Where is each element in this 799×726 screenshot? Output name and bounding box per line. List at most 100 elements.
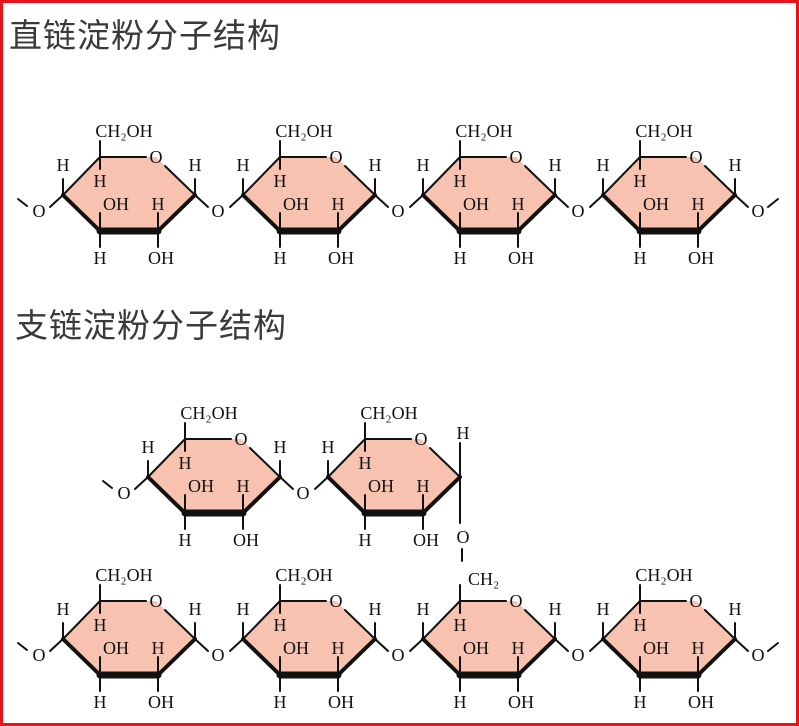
h-label: H xyxy=(634,692,647,712)
ring-oxygen-label: O xyxy=(690,147,703,167)
ring-bond xyxy=(62,156,101,196)
h-label: H xyxy=(634,248,647,268)
h-label: H xyxy=(512,194,525,214)
h-label: H xyxy=(142,437,155,457)
bond xyxy=(134,476,149,490)
h-label: H xyxy=(597,599,610,619)
glucose-ring xyxy=(423,157,555,231)
h-label: H xyxy=(729,155,742,175)
h-label: H xyxy=(692,638,705,658)
linkage-oxygen-label: O xyxy=(457,527,470,547)
ring-bond xyxy=(326,475,367,515)
h-label: H xyxy=(454,615,467,635)
glucose-ring xyxy=(243,601,375,675)
ring-bond xyxy=(164,165,196,196)
ring-oxygen-label: O xyxy=(510,591,523,611)
bond xyxy=(229,638,244,652)
h-label: H xyxy=(274,615,287,635)
ring-bond xyxy=(696,637,737,677)
ring-bond xyxy=(62,600,101,640)
h-label: H xyxy=(94,171,107,191)
linkage-oxygen-label: O xyxy=(212,201,225,221)
ring-bond xyxy=(421,637,462,677)
h-label: H xyxy=(549,155,562,175)
h-label: H xyxy=(454,692,467,712)
bond xyxy=(49,638,64,652)
bond xyxy=(279,476,294,490)
bond xyxy=(409,194,424,208)
h-label: H xyxy=(634,615,647,635)
ring-bond xyxy=(421,193,462,233)
oh-label: OH xyxy=(103,638,129,658)
ring-bond xyxy=(241,193,282,233)
h-label: H xyxy=(512,638,525,658)
ch2oh-label: CH₂OH xyxy=(95,565,152,585)
ring-oxygen-label: O xyxy=(235,429,248,449)
ring-bond xyxy=(242,156,281,196)
h-label: H xyxy=(237,476,250,496)
linkage-oxygen-label: O xyxy=(33,645,46,665)
h-label: H xyxy=(332,194,345,214)
ring-bond xyxy=(344,609,376,640)
ring-bond xyxy=(696,193,737,233)
glucose-ring xyxy=(423,601,555,675)
bond xyxy=(374,194,389,208)
ch2oh-label: CH₂OH xyxy=(95,121,152,141)
oh-label: OH xyxy=(328,248,354,268)
ring-oxygen-label: O xyxy=(510,147,523,167)
bond xyxy=(102,480,113,489)
linkage-oxygen-label: O xyxy=(212,645,225,665)
ring-bond xyxy=(156,193,197,233)
ring-bond xyxy=(241,475,282,515)
ring-oxygen-label: O xyxy=(330,591,343,611)
h-label: H xyxy=(457,423,470,443)
h-label: H xyxy=(57,155,70,175)
glucose-ring xyxy=(243,157,375,231)
h-label: H xyxy=(692,194,705,214)
amylose-title: 直链淀粉分子结构 xyxy=(9,16,281,55)
bond xyxy=(589,638,604,652)
linkage-oxygen-label: O xyxy=(572,201,585,221)
ch2oh-label: CH₂OH xyxy=(635,565,692,585)
bond xyxy=(767,198,779,208)
ring-bond xyxy=(61,193,102,233)
h-label: H xyxy=(94,615,107,635)
ring-bond xyxy=(601,193,642,233)
amylopectin-title: 支链淀粉分子结构 xyxy=(15,306,287,345)
bond xyxy=(314,476,329,490)
bond xyxy=(194,638,209,652)
linkage-oxygen-label: O xyxy=(752,645,765,665)
linkage-oxygen-label: O xyxy=(392,645,405,665)
h-label: H xyxy=(322,437,335,457)
oh-label: OH xyxy=(643,194,669,214)
glucose-ring xyxy=(63,601,195,675)
ring-bond xyxy=(422,156,461,196)
bond xyxy=(374,638,389,652)
oh-label: OH xyxy=(508,248,534,268)
oh-label: OH xyxy=(463,194,489,214)
h-label: H xyxy=(597,155,610,175)
ring-bond xyxy=(524,609,556,640)
bond xyxy=(554,638,569,652)
h-label: H xyxy=(179,453,192,473)
ring-bond xyxy=(421,475,462,515)
linkage-oxygen-label: O xyxy=(752,201,765,221)
linkage-oxygen-label: O xyxy=(33,201,46,221)
ring-bond xyxy=(241,637,282,677)
oh-label: OH xyxy=(103,194,129,214)
ring-bond xyxy=(146,475,187,515)
ring-bond xyxy=(327,438,366,478)
h-label: H xyxy=(274,248,287,268)
ring-bond xyxy=(249,447,281,478)
oh-label: OH xyxy=(283,638,309,658)
oh-label: OH xyxy=(368,476,394,496)
h-label: H xyxy=(549,599,562,619)
h-label: H xyxy=(634,171,647,191)
bond xyxy=(194,194,209,208)
h-label: H xyxy=(274,437,287,457)
